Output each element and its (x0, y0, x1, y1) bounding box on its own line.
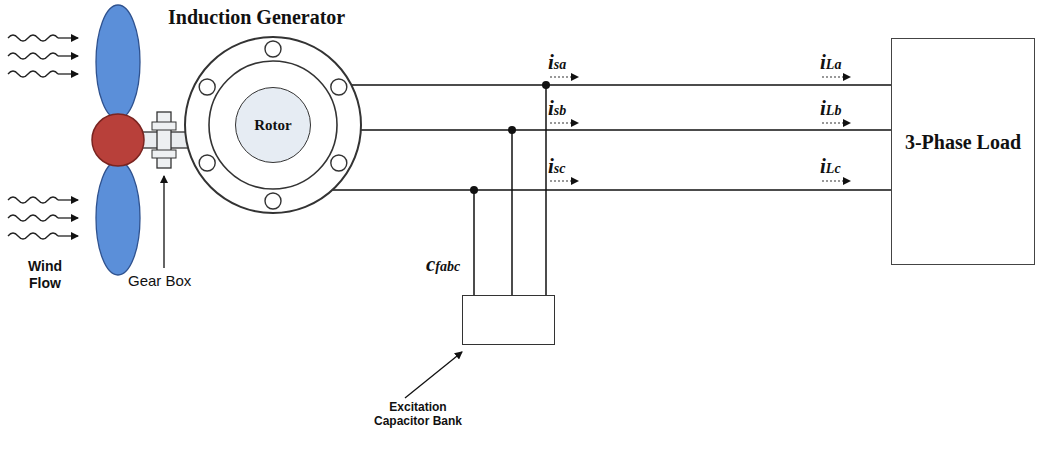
leader-line (405, 352, 462, 398)
wind-lines (8, 35, 78, 239)
generator-ring: Induction GeneratorRotor (168, 6, 378, 220)
phase-wire (351, 84, 891, 86)
current-label: iLc (820, 154, 841, 179)
gear-tooth (152, 150, 176, 158)
gear-tooth (152, 122, 176, 130)
rotor-circle: Rotor (235, 87, 311, 163)
current-label: iLb (820, 96, 841, 121)
current-label: iLa (820, 50, 841, 75)
gear-box (157, 112, 171, 168)
phase-wire (361, 129, 891, 131)
leader-line (163, 176, 164, 268)
rotor-label: Rotor (254, 117, 292, 134)
turbine-blade (96, 161, 140, 275)
capacitor-bank-label: Excitation Capacitor Bank (363, 400, 473, 428)
gear-box-label: Gear Box (128, 272, 191, 289)
load-box: 3-Phase Load (891, 38, 1035, 265)
load-label: 3-Phase Load (892, 131, 1034, 154)
phase-wire (332, 189, 891, 191)
capacitor-symbol-label: cfabc (426, 252, 460, 277)
turbine-blade (96, 5, 140, 119)
current-label: isa (548, 50, 566, 75)
wind-flow-label: Wind Flow (22, 258, 68, 292)
current-arrows (550, 77, 850, 181)
turbine-hub (92, 114, 144, 166)
junction-dots (470, 81, 550, 194)
current-label: isc (548, 154, 566, 179)
capacitor-bank-box: Excitation Capacitor Bank (462, 295, 555, 345)
current-label: isb (548, 96, 566, 121)
generator-heading: Induction Generator (168, 6, 345, 29)
